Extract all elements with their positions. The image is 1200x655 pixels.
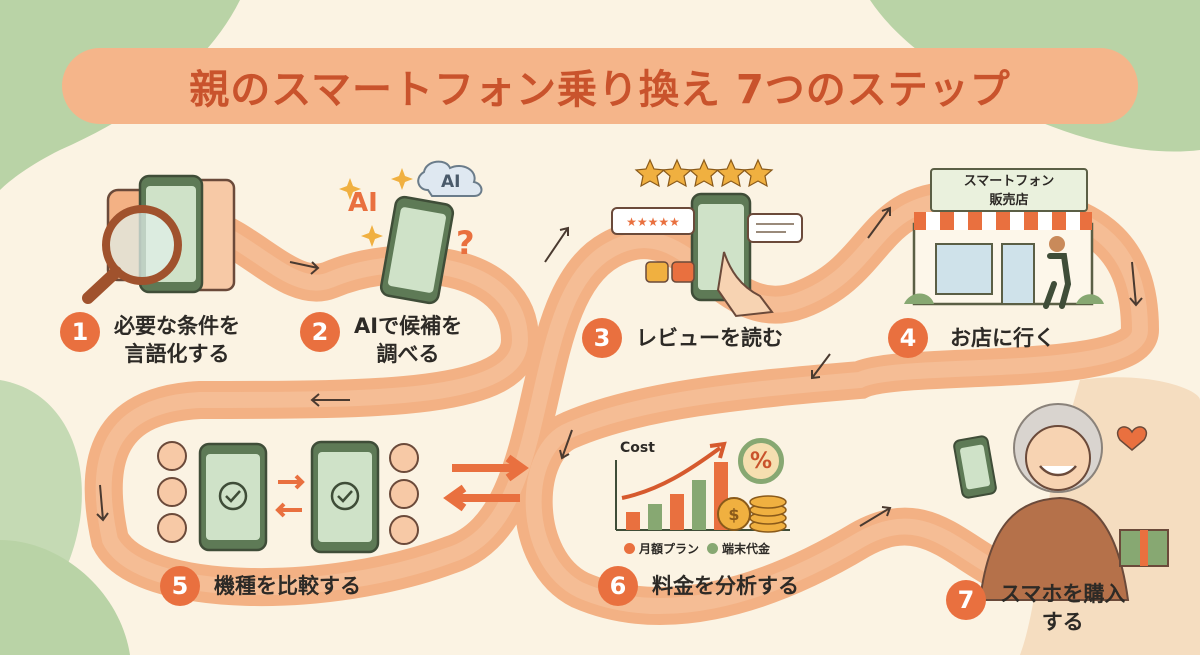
ai-label-left: AI	[348, 188, 378, 218]
step-4-number: 4	[888, 318, 928, 358]
cost-legend: 月額プラン 端末代金	[618, 540, 770, 557]
question-mark: ?	[456, 224, 475, 262]
step7-grandmother-illustration	[953, 403, 1169, 601]
step-1-number: 1	[60, 312, 100, 352]
bottom-left-leaf-shape	[0, 540, 130, 655]
step6-cost-chart-illustration: $	[615, 441, 790, 533]
ai-label-cloud: AI	[441, 172, 461, 192]
step-1: 1 必要な条件を 言語化する	[60, 312, 240, 368]
step-6: 6 料金を分析する	[598, 566, 799, 606]
cost-chart-label: Cost	[620, 440, 655, 456]
step-5: 5 機種を比較する	[160, 566, 361, 606]
legend-device-label: 端末代金	[722, 542, 771, 556]
step3-review-illustration: ★★★★★	[611, 158, 803, 318]
legend-dot-monthly	[624, 543, 635, 554]
step-4: 4 お店に行く	[888, 318, 1055, 358]
step5-compare-illustration	[157, 440, 529, 554]
step-2: 2 AIで候補を 調べる	[300, 312, 462, 368]
step-2-label: AIで候補を 調べる	[354, 314, 463, 366]
title-banner: 親のスマートフォン乗り換え 7つのステップ	[62, 48, 1138, 124]
step-3-number: 3	[582, 318, 622, 358]
step-3: 3 レビューを読む	[582, 318, 783, 358]
legend-dot-device	[707, 543, 719, 554]
store-sign-text: スマートフォン 販売店	[963, 174, 1055, 208]
svg-text:$: $	[728, 505, 739, 524]
step-2-number: 2	[300, 312, 340, 352]
step-5-label: 機種を比較する	[214, 574, 361, 598]
step2-ai-phone-illustration	[339, 160, 483, 305]
percent-symbol: %	[749, 448, 773, 474]
step-6-number: 6	[598, 566, 638, 606]
store-sign: スマートフォン 販売店	[930, 168, 1088, 212]
step-3-label: レビューを読む	[636, 326, 783, 350]
step-7-number: 7	[946, 580, 986, 620]
step-4-label: お店に行く	[950, 326, 1055, 350]
legend-monthly-label: 月額プラン	[639, 542, 700, 556]
direction-arrows	[96, 206, 1143, 527]
svg-text:★★★★★: ★★★★★	[626, 215, 680, 229]
step-6-label: 料金を分析する	[652, 574, 799, 598]
percent-icon: %	[738, 438, 784, 484]
step-1-label: 必要な条件を 言語化する	[114, 314, 240, 366]
step-7-label: スマホを購入 する	[1000, 582, 1126, 634]
step-5-number: 5	[160, 566, 200, 606]
page-title: 親のスマートフォン乗り換え 7つのステップ	[189, 67, 1011, 113]
step1-search-phone-illustration	[82, 174, 236, 304]
step4-store-illustration	[904, 212, 1104, 309]
step-7: 7 スマホを購入 する	[946, 580, 1125, 636]
